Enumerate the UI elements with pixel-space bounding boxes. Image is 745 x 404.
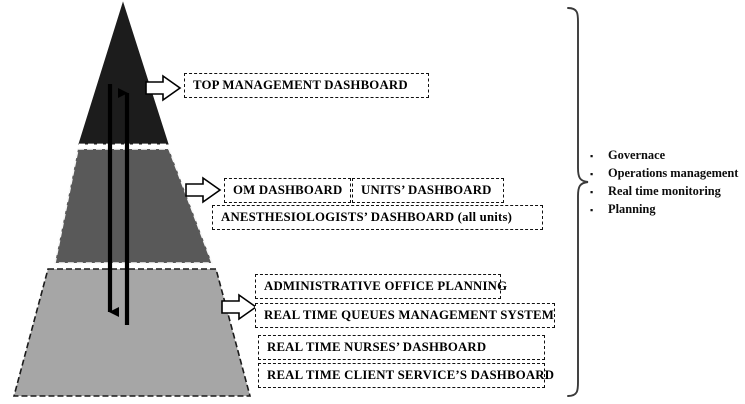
label-box-real-time-client-services-dashboard[interactable]: REAL TIME CLIENT SERVICE’S DASHBOARD: [258, 363, 554, 388]
list-item-label: Real time monitoring: [608, 184, 721, 198]
label-box-administrative-office-planning[interactable]: ADMINISTRATIVE OFFICE PLANNING: [255, 274, 507, 299]
pyramid-tier-bottom: [12, 268, 252, 397]
bullet-square-icon: ▪: [590, 205, 594, 215]
callout-arrow-bottom-tier: [221, 293, 258, 321]
label-box-real-time-queues-management-system[interactable]: REAL TIME QUEUES MANAGEMENT SYSTEM: [255, 303, 555, 328]
bullet-square-icon: ▪: [590, 187, 594, 197]
label-box-om-dashboard[interactable]: OM DASHBOARD: [224, 178, 351, 203]
label-box-units-dashboard[interactable]: UNITS’ DASHBOARD: [352, 178, 504, 203]
label-text: REAL TIME QUEUES MANAGEMENT SYSTEM: [264, 308, 555, 322]
label-text: REAL TIME NURSES’ DASHBOARD: [267, 340, 487, 354]
capability-bullet-list: ▪ Governace ▪ Operations management ▪ Re…: [590, 148, 745, 220]
label-text: REAL TIME CLIENT SERVICE’S DASHBOARD: [267, 368, 555, 382]
label-text: ADMINISTRATIVE OFFICE PLANNING: [264, 279, 508, 293]
list-item-label: Operations management: [608, 166, 739, 180]
pyramid-tier-middle: [54, 148, 214, 264]
grouping-brace: [567, 7, 589, 397]
list-item: ▪ Governace: [590, 148, 745, 166]
label-box-real-time-nurses-dashboard[interactable]: REAL TIME NURSES’ DASHBOARD: [258, 335, 545, 360]
label-text: ANESTHESIOLOGISTS’ DASHBOARD (all units): [221, 210, 513, 224]
list-item-label: Planning: [608, 202, 656, 216]
label-text: UNITS’ DASHBOARD: [361, 183, 492, 197]
label-text: OM DASHBOARD: [233, 183, 343, 197]
label-box-top-management-dashboard[interactable]: TOP MANAGEMENT DASHBOARD: [184, 73, 429, 98]
bullet-square-icon: ▪: [590, 169, 594, 179]
pyramid-tier-top: [78, 1, 169, 145]
callout-arrow-top-tier: [145, 74, 182, 102]
label-text: TOP MANAGEMENT DASHBOARD: [193, 78, 408, 92]
list-item-label: Governace: [608, 148, 666, 162]
list-item: ▪ Real time monitoring: [590, 184, 745, 202]
bullet-square-icon: ▪: [590, 151, 594, 161]
callout-arrow-middle-tier: [185, 176, 222, 204]
list-item: ▪ Operations management: [590, 166, 745, 184]
list-item: ▪ Planning: [590, 202, 745, 220]
label-box-anesthesiologists-dashboard[interactable]: ANESTHESIOLOGISTS’ DASHBOARD (all units): [212, 205, 543, 230]
